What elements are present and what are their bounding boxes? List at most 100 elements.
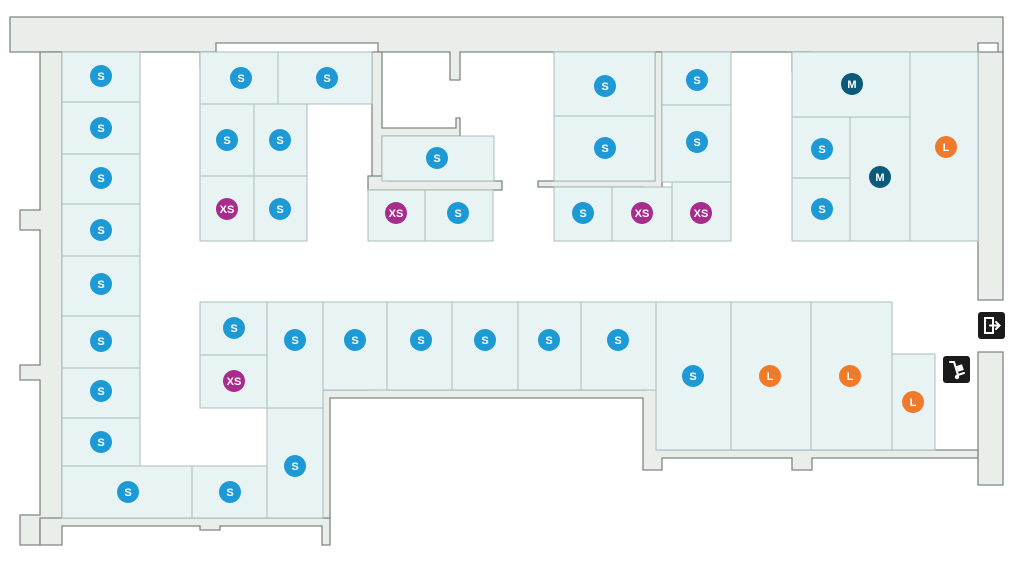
badge-circle (216, 129, 238, 151)
unit-badges: S S S S S S S S S S S S S S XS S S XS S S S S S S XS XS M S M S L S XS S S… (90, 65, 957, 503)
unit-badge-s[interactable]: S (474, 329, 496, 351)
badge-label: S (323, 73, 330, 85)
badge-circle (344, 329, 366, 351)
unit-badge-xs[interactable]: XS (385, 202, 407, 224)
unit-badge-s[interactable]: S (811, 198, 833, 220)
unit-badge-s[interactable]: S (90, 219, 112, 241)
badge-circle (410, 329, 432, 351)
unit-badge-s[interactable]: S (344, 329, 366, 351)
badge-label: S (433, 153, 440, 165)
unit-badge-s[interactable]: S (594, 75, 616, 97)
badge-label: S (601, 143, 608, 155)
badge-label: S (693, 137, 700, 149)
unit-badge-m[interactable]: M (841, 73, 863, 95)
unit-badge-l[interactable]: L (902, 391, 924, 413)
badge-circle (447, 202, 469, 224)
unit-badge-s[interactable]: S (219, 481, 241, 503)
unit-badge-s[interactable]: S (686, 131, 708, 153)
unit-badge-s[interactable]: S (90, 65, 112, 87)
badge-circle (90, 330, 112, 352)
badge-circle (284, 329, 306, 351)
right-wall-upper (977, 51, 1004, 301)
badge-circle (538, 329, 560, 351)
exit-icon[interactable] (978, 312, 1005, 339)
badge-circle (90, 219, 112, 241)
unit-badge-l[interactable]: L (839, 365, 861, 387)
unit-badge-xs[interactable]: XS (631, 202, 653, 224)
unit-badge-s[interactable]: S (447, 202, 469, 224)
unit-badge-l[interactable]: L (935, 136, 957, 158)
badge-label: S (417, 335, 424, 347)
unit-badge-s[interactable]: S (594, 137, 616, 159)
badge-label: XS (220, 204, 235, 216)
unit-badge-s[interactable]: S (572, 202, 594, 224)
badge-circle (811, 138, 833, 160)
bottom-left-wall (39, 517, 331, 546)
badge-circle (690, 202, 712, 224)
badge-circle (269, 129, 291, 151)
badge-label: S (689, 371, 696, 383)
unit-badge-s[interactable]: S (686, 69, 708, 91)
badge-label: XS (227, 376, 242, 388)
badge-label: S (614, 335, 621, 347)
unit-cell[interactable] (424, 189, 494, 242)
badge-label: S (226, 487, 233, 499)
unit-badge-xs[interactable]: XS (223, 370, 245, 392)
badge-circle (686, 69, 708, 91)
badge-circle (284, 455, 306, 477)
unit-badge-s[interactable]: S (284, 329, 306, 351)
unit-badge-m[interactable]: M (869, 166, 891, 188)
badge-label: L (767, 371, 774, 383)
unit-badge-s[interactable]: S (230, 67, 252, 89)
badge-label: S (818, 204, 825, 216)
badge-label: S (97, 123, 104, 135)
unit-badge-s[interactable]: S (538, 329, 560, 351)
unit-badge-s[interactable]: S (117, 481, 139, 503)
unit-badge-s[interactable]: S (269, 198, 291, 220)
unit-badge-s[interactable]: S (90, 117, 112, 139)
hand-truck-icon (943, 356, 970, 383)
badge-label: S (454, 208, 461, 220)
unit-badge-l[interactable]: L (759, 365, 781, 387)
badge-label: S (223, 135, 230, 147)
badge-label: S (818, 144, 825, 156)
badge-label: M (875, 172, 884, 184)
unit-badge-s[interactable]: S (410, 329, 432, 351)
unit-badge-s[interactable]: S (811, 138, 833, 160)
right-wall-lower (977, 351, 1004, 486)
unit-badge-s[interactable]: S (216, 129, 238, 151)
badge-circle (572, 202, 594, 224)
unit-badge-s[interactable]: S (90, 380, 112, 402)
badge-label: S (97, 437, 104, 449)
unit-badge-s[interactable]: S (90, 167, 112, 189)
badge-circle (839, 365, 861, 387)
badge-label: S (276, 204, 283, 216)
unit-badge-s[interactable]: S (90, 431, 112, 453)
unit-cell[interactable] (791, 177, 851, 242)
unit-badge-s[interactable]: S (682, 365, 704, 387)
badge-label: S (124, 487, 131, 499)
unit-badge-s[interactable]: S (316, 67, 338, 89)
unit-badge-s[interactable]: S (426, 147, 448, 169)
badge-circle (90, 65, 112, 87)
badge-circle (269, 198, 291, 220)
unit-badge-s[interactable]: S (223, 317, 245, 339)
badge-circle (90, 117, 112, 139)
badge-circle (869, 166, 891, 188)
unit-cell[interactable] (266, 301, 324, 409)
badge-label: L (943, 142, 950, 154)
badge-circle (759, 365, 781, 387)
badge-label: XS (389, 208, 404, 220)
unit-badge-s[interactable]: S (284, 455, 306, 477)
badge-circle (607, 329, 629, 351)
badge-circle (90, 380, 112, 402)
unit-badge-s[interactable]: S (90, 273, 112, 295)
unit-badge-s[interactable]: S (269, 129, 291, 151)
badge-circle (223, 370, 245, 392)
unit-badge-s[interactable]: S (607, 329, 629, 351)
left-wall (19, 51, 63, 546)
unit-badge-xs[interactable]: XS (216, 198, 238, 220)
unit-badge-xs[interactable]: XS (690, 202, 712, 224)
badge-label: L (847, 371, 854, 383)
unit-badge-s[interactable]: S (90, 330, 112, 352)
